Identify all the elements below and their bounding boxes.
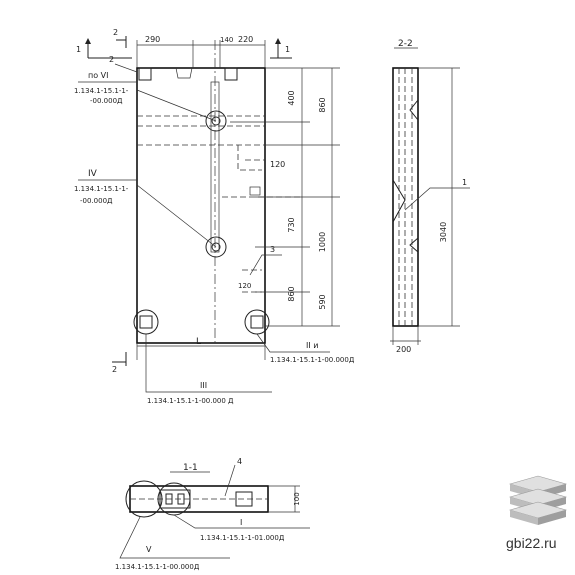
section-2-2-outline (392, 67, 419, 327)
section-2-2-height-dim: 3040 (439, 222, 448, 242)
stacked-slabs-icon (508, 475, 568, 525)
callout-ii-code: 1.134.1-15.1-1-00.000Д (270, 356, 355, 364)
dim-120: 120 (270, 160, 285, 169)
section-1-1-view: 1-1 4 100 I 1.134.1-15.1-1-01.000Д V 1.1… (115, 457, 310, 571)
conduit-channel (210, 81, 220, 253)
section-1-left-mark: 1 (76, 45, 81, 54)
section-2-2-view: 2-2 3040 200 1 (390, 39, 470, 354)
junction-box-upper (205, 110, 227, 132)
detail-v-circle (125, 480, 163, 518)
dim-bottom-L: L (196, 337, 201, 347)
dim-860-lower: 860 (287, 286, 296, 301)
section-2-top-label: 2 (109, 55, 114, 64)
dim-590: 590 (318, 294, 327, 309)
panel-outline (136, 67, 266, 344)
section-2-2-item-1: 1 (462, 178, 467, 187)
section-1-1-item-4: 4 (237, 457, 242, 466)
callout-iv-code-1: 1.134.1-15.1-1- (74, 185, 129, 193)
junction-box-lower (205, 236, 227, 258)
section-2-bottom-mark: 2 (112, 365, 117, 374)
embedded-part (392, 179, 406, 223)
section-1-1-dim-100: 100 (293, 492, 301, 505)
corner-insert-top-left (138, 67, 152, 81)
watermark: gbi22.ru (506, 475, 568, 551)
dim-small-120: 120 (238, 282, 251, 290)
dim-top-290: 290 (145, 35, 160, 44)
dim-860-upper: 860 (318, 97, 327, 112)
callout-vi-label: по VI (88, 71, 109, 80)
callout-vi-code-1: 1.134.1-15.1-1- (74, 87, 129, 95)
callout-v-code: 1.134.1-15.1-1-00.000Д (115, 563, 200, 571)
dim-400: 400 (287, 90, 296, 105)
item-3-label: 3 (270, 245, 275, 254)
dim-top-220: 220 (238, 35, 253, 44)
dim-730: 730 (287, 217, 296, 232)
plan-view: 3 1 1 2 2 2 290 140 220 (74, 28, 355, 405)
callout-i-code: 1.134.1-15.1-1-01.000Д (200, 534, 285, 542)
section-2-2-width-dim: 200 (396, 345, 411, 354)
callout-iv-code-2: -00.000Д (80, 197, 113, 205)
callout-vi-code-2: -00.000Д (90, 97, 123, 105)
callout-iii-code: 1.134.1-15.1-1-00.000 Д (147, 397, 234, 405)
callout-v-label: V (146, 545, 152, 554)
callout-ii-label: II и (306, 341, 318, 350)
callout-iii-label: III (200, 381, 207, 390)
top-lifting-recess (175, 67, 193, 79)
dim-1000: 1000 (318, 232, 327, 252)
callout-i-label: I (240, 518, 242, 527)
dim-top-140: 140 (220, 36, 233, 44)
corner-insert-top-right (224, 67, 238, 81)
section-1-1-title: 1-1 (183, 463, 198, 473)
section-2-top-mark: 2 (113, 28, 118, 37)
box-recess (237, 145, 262, 171)
callout-iv-label: IV (88, 169, 98, 179)
watermark-site: gbi22.ru (506, 535, 557, 551)
section-2-2-title: 2-2 (398, 39, 413, 49)
section-1-right-mark: 1 (285, 45, 290, 54)
